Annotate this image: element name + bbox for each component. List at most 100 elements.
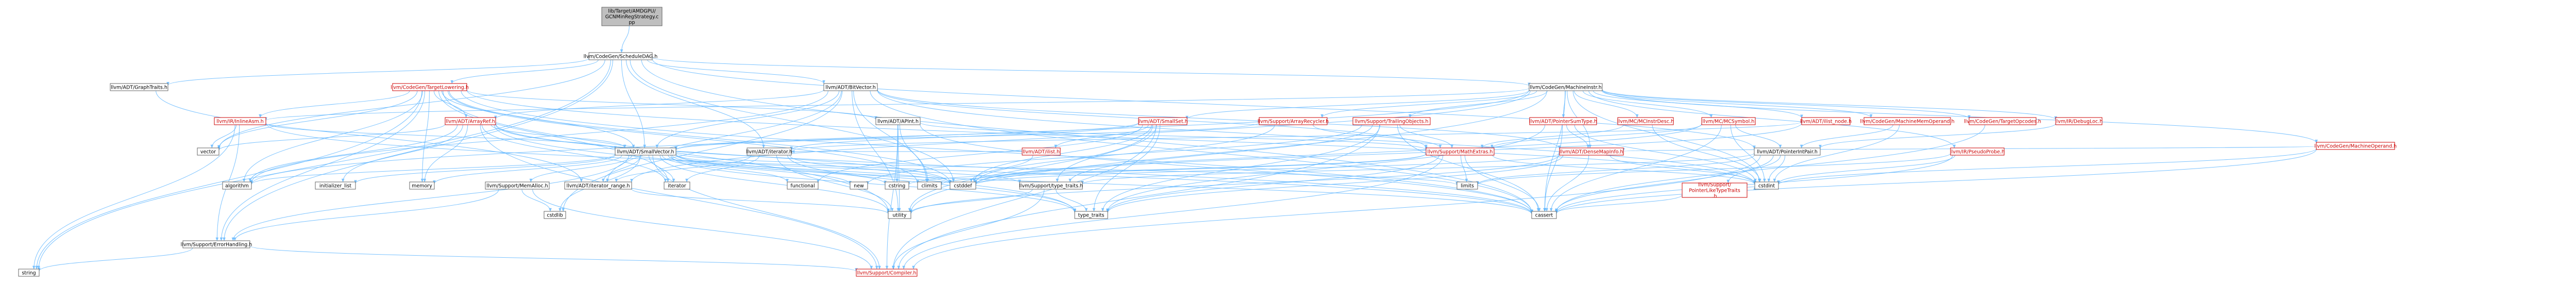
- node-mathextras[interactable]: llvm/Support/MathExtras.h: [1426, 147, 1495, 156]
- edge-scheddag-to-errorhandling: [223, 59, 613, 241]
- node-ilist-label: llvm/ADT/ilist.h: [1023, 149, 1060, 155]
- edge-trailingobjects-to-type_traits: [1101, 124, 1381, 212]
- node-scheddag[interactable]: llvm/CodeGen/ScheduleDAG.h: [584, 52, 658, 60]
- node-targetlowering[interactable]: llvm/CodeGen/TargetLowering.h: [391, 83, 469, 91]
- node-machineoperand[interactable]: llvm/CodeGen/MachineOperand.h: [2314, 142, 2397, 150]
- edge-pseudoprobe-to-limits: [1476, 153, 1951, 186]
- node-targetlowering-box: [392, 83, 467, 91]
- edge-targetlowering-to-apint: [466, 89, 877, 120]
- edge-typetraits-to-utility: [909, 189, 1033, 213]
- edge-mcsymbol-to-mathextras: [1490, 124, 1702, 148]
- edge-machineoperand-to-cstdint: [1777, 148, 2317, 186]
- edge-bitvector-to-cassert: [870, 90, 1533, 213]
- node-pointerliketypetraits[interactable]: llvm/Support/PointerLikeTypeTraits.h: [1682, 182, 1748, 199]
- edge-root-to-scheddag: [620, 25, 630, 53]
- node-debugloc[interactable]: llvm/IR/DebugLoc.h: [2055, 117, 2103, 125]
- edge-densemapinfo-to-cstdint: [1609, 155, 1756, 184]
- node-machinememoperand[interactable]: llvm/CodeGen/MachineMemOperand.h: [1860, 117, 1955, 125]
- edge-mcinstrdesc-to-mathextras: [1480, 124, 1624, 148]
- node-graphtraits[interactable]: llvm/ADT/GraphTraits.h: [110, 83, 168, 91]
- node-bitvector[interactable]: llvm/ADT/BitVector.h: [823, 83, 878, 91]
- node-limits-box: [1456, 181, 1478, 190]
- node-smallset[interactable]: llvm/ADT/SmallSet.h: [1138, 117, 1188, 125]
- edge-densemapinfo-to-cstddef: [974, 153, 1560, 186]
- node-utility-box: [888, 211, 911, 219]
- edge-machineinstr-to-algorithm: [250, 90, 1530, 185]
- node-mcsymbol[interactable]: llvm/MC/MCSymbol.h: [1701, 117, 1756, 125]
- edge-smallset-to-smallvector: [674, 122, 1139, 151]
- node-iterator_std: iterator: [664, 181, 690, 190]
- node-pointersumtype[interactable]: llvm/ADT/PointerSumType.h: [1529, 117, 1597, 125]
- node-targetopcodes-box: [1969, 117, 2037, 125]
- edge-errorhandling-to-string: [38, 247, 193, 272]
- node-ilistnode[interactable]: llvm/ADT/ilist_node.h: [1800, 117, 1852, 125]
- edge-pointersumtype-to-densemapinfo: [1566, 124, 1590, 148]
- edge-apint-to-climits: [899, 124, 929, 182]
- edge-iterator-to-utility: [776, 155, 894, 212]
- edge-arrayref-to-cassert: [495, 123, 1533, 214]
- node-typetraits[interactable]: llvm/Support/type_traits.h: [1019, 181, 1083, 190]
- node-apint[interactable]: llvm/ADT/APInt.h: [875, 117, 921, 125]
- edge-smallvector-to-cstring: [672, 155, 887, 185]
- edge-smallvector-to-typetraits: [675, 154, 1021, 184]
- edge-smallvector-to-new: [668, 155, 852, 185]
- node-memalloc[interactable]: llvm/Support/MemAlloc.h: [485, 181, 550, 190]
- node-mcinstrdesc-label: llvm/MC/MCInstrDesc.h: [1617, 119, 1674, 125]
- node-algorithm-label: algorithm: [225, 184, 249, 189]
- edge-machineinstr-to-pseudoprobe: [1588, 90, 1956, 148]
- node-compiler-label: llvm/Support/Compiler.h: [857, 271, 916, 276]
- edge-smallvector-to-memalloc: [529, 155, 633, 182]
- edge-smallset-to-cstddef: [972, 124, 1152, 182]
- node-iterator_range[interactable]: llvm/ADT/iterator_range.h: [564, 181, 632, 190]
- node-inlineasm[interactable]: llvm/IR/InlineAsm.h: [214, 117, 266, 125]
- node-type_traits-box: [1074, 211, 1108, 219]
- edge-smallvector-to-utility: [659, 155, 890, 213]
- node-utility-label: utility: [892, 213, 906, 219]
- node-machineinstr[interactable]: llvm/CodeGen/MachineInstr.h: [1529, 83, 1603, 91]
- edge-machinememoperand-to-pointerintpair: [1800, 124, 1893, 148]
- edge-targetlowering-to-climits: [448, 90, 919, 184]
- node-arrayref[interactable]: llvm/ADT/ArrayRef.h: [445, 117, 496, 125]
- node-string-label: string: [22, 271, 36, 276]
- edge-apint-to-mathextras: [920, 122, 1428, 151]
- node-mathextras-label: llvm/Support/MathExtras.h: [1428, 149, 1493, 155]
- node-cstdlib-label: cstdlib: [547, 213, 563, 219]
- node-mcinstrdesc[interactable]: llvm/MC/MCInstrDesc.h: [1617, 117, 1674, 125]
- edge-scheddag-to-string: [37, 59, 611, 270]
- node-cstring-label: cstring: [889, 184, 906, 189]
- node-trailingobjects[interactable]: llvm/Support/TrailingObjects.h: [1352, 117, 1431, 125]
- node-inlineasm-box: [214, 117, 266, 125]
- node-machineinstr-label: llvm/CodeGen/MachineInstr.h: [1530, 85, 1601, 91]
- node-graphtraits-box: [110, 83, 168, 91]
- node-errorhandling[interactable]: llvm/Support/ErrorHandling.h: [181, 240, 252, 248]
- node-arrayrecycler[interactable]: llvm/Support/ArrayRecycler.h: [1258, 117, 1329, 125]
- node-smallvector[interactable]: llvm/ADT/SmallVector.h: [615, 147, 676, 156]
- node-functional-box: [787, 181, 819, 190]
- node-iterator_std-box: [664, 181, 690, 190]
- edge-machineinstr-to-targetopcodes: [1602, 90, 1971, 119]
- node-compiler[interactable]: llvm/Support/Compiler.h: [856, 269, 918, 277]
- node-limits: limits: [1456, 181, 1478, 190]
- node-apint-box: [875, 117, 921, 125]
- node-pointerintpair[interactable]: llvm/ADT/PointerIntPair.h: [1754, 147, 1821, 156]
- node-ilist[interactable]: llvm/ADT/ilist.h: [1022, 147, 1061, 156]
- node-iterator[interactable]: llvm/ADT/iterator.h: [746, 147, 792, 156]
- node-cstdint-box: [1754, 181, 1779, 190]
- edge-apint-to-compiler: [885, 124, 898, 270]
- node-densemapinfo[interactable]: llvm/ADT/DenseMapInfo.h: [1559, 147, 1624, 156]
- node-mcinstrdesc-box: [1617, 117, 1674, 125]
- edge-scheddag-to-targetlowering: [450, 59, 599, 84]
- node-bitvector-box: [823, 83, 878, 91]
- node-bitvector-label: llvm/ADT/BitVector.h: [825, 85, 876, 91]
- edge-machineinstr-to-cassert: [1543, 90, 1566, 212]
- node-targetopcodes[interactable]: llvm/CodeGen/TargetOpcodes.h: [1964, 117, 2041, 125]
- edge-ilistnode-to-cstddef: [974, 123, 1802, 185]
- node-debugloc-label: llvm/IR/DebugLoc.h: [2055, 119, 2103, 125]
- edge-bitvector-to-densemapinfo: [877, 89, 1561, 149]
- edge-bitvector-to-cstdlib: [562, 90, 843, 212]
- node-cstdlib-box: [544, 211, 566, 219]
- edge-iterator-to-iterator_range: [615, 155, 752, 182]
- node-pseudoprobe[interactable]: llvm/IR/PseudoProbe.h: [1950, 147, 2005, 156]
